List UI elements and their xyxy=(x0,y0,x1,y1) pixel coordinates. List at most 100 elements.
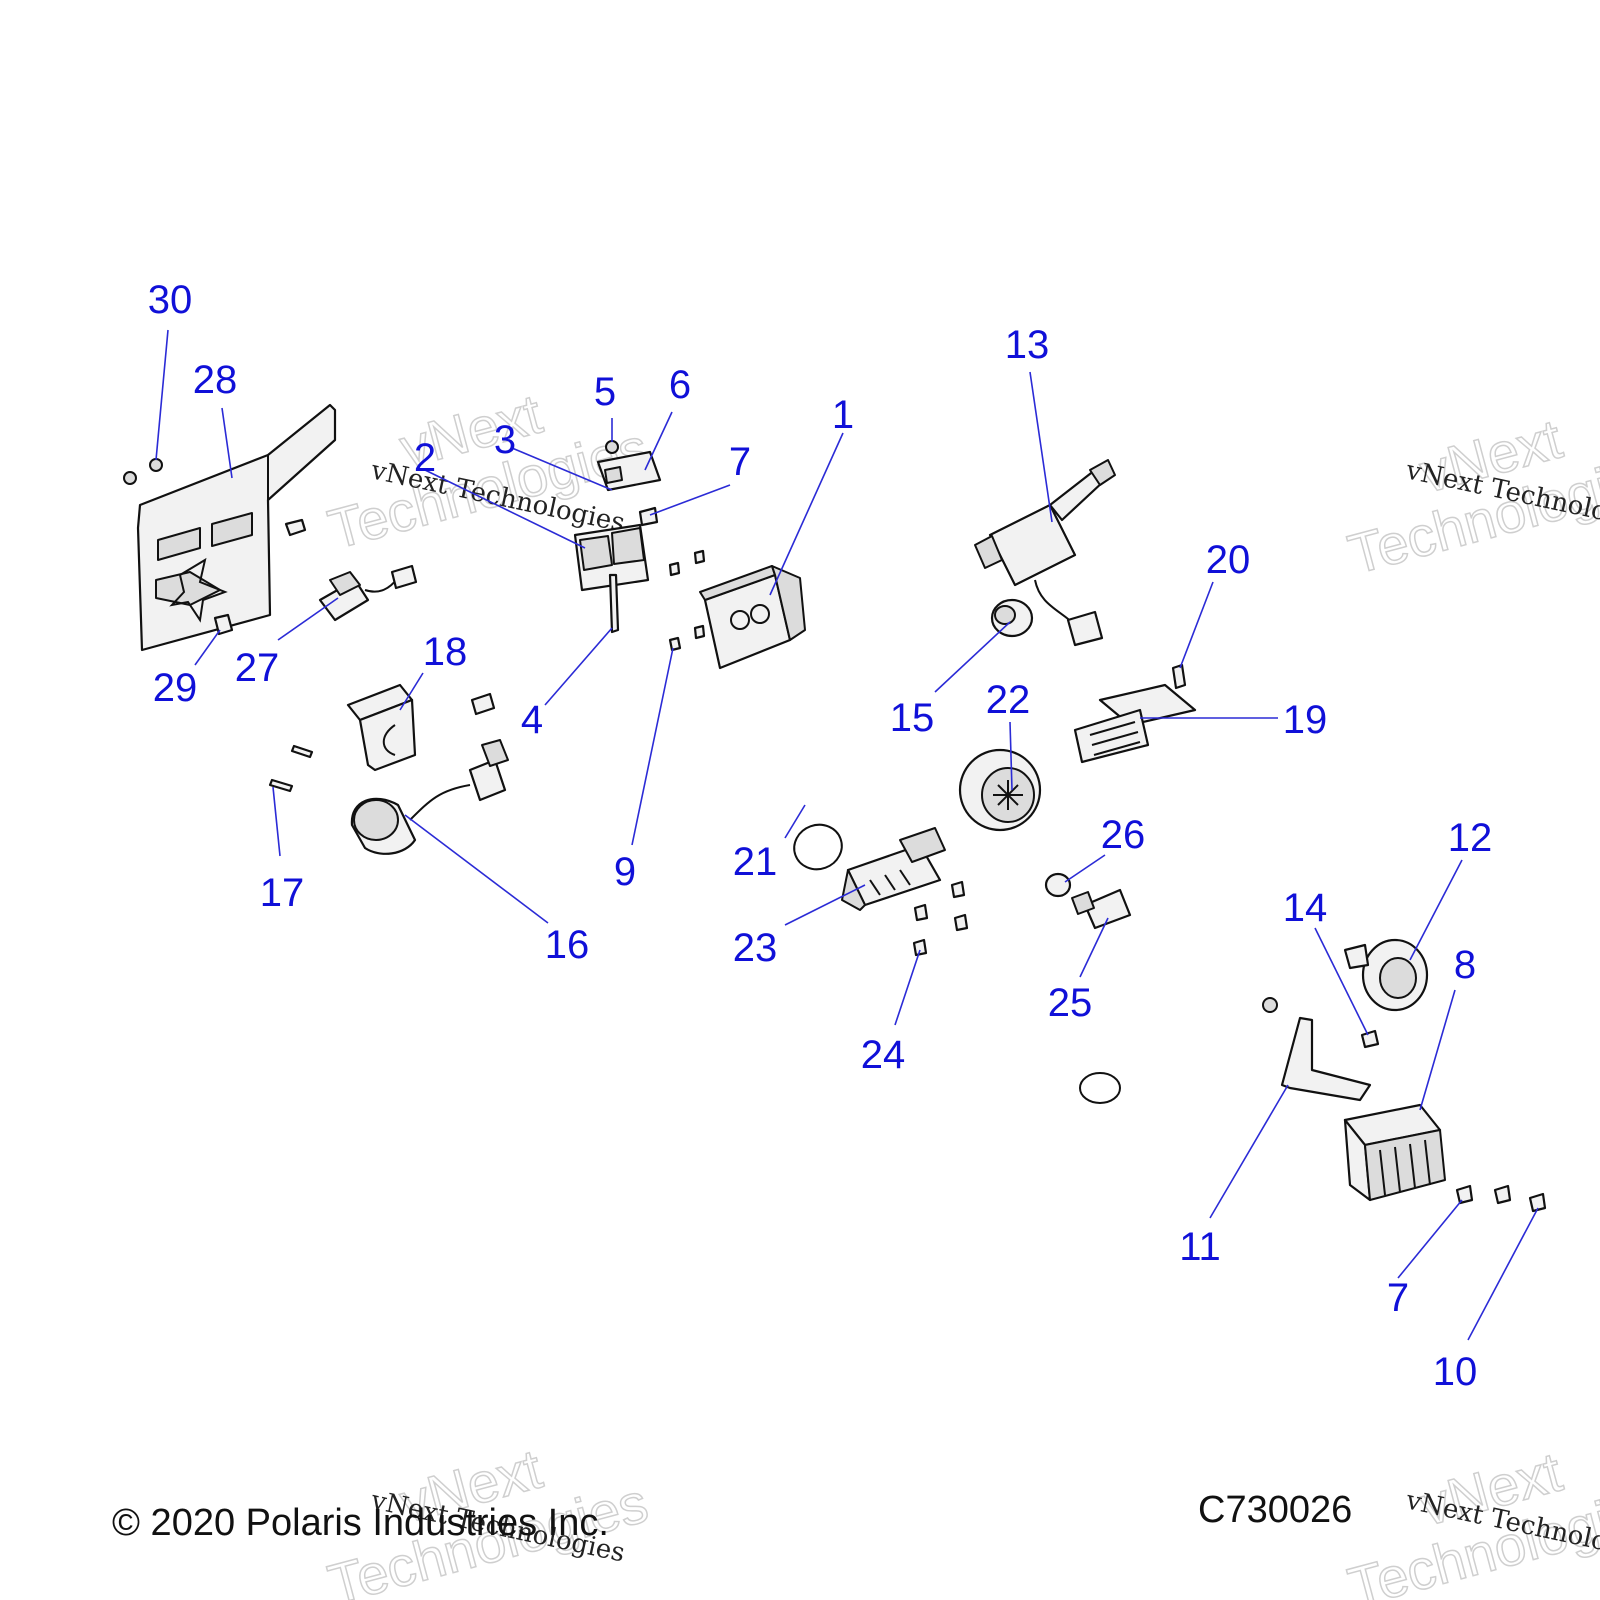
callout-2: 2 xyxy=(414,436,436,480)
leader-30 xyxy=(155,329,169,461)
leader-20 xyxy=(1179,581,1214,669)
part-24-screw-c xyxy=(953,913,969,932)
callout-7a: 7 xyxy=(729,440,751,484)
callout-5: 5 xyxy=(594,370,616,414)
figure-id: C730026 xyxy=(1198,1489,1352,1531)
callout-15: 15 xyxy=(890,696,935,740)
part-9-screw xyxy=(668,636,682,652)
leader-26 xyxy=(1064,854,1106,883)
callout-16: 16 xyxy=(545,923,590,967)
part-14-bolt xyxy=(1360,1029,1380,1049)
callout-23: 23 xyxy=(733,926,778,970)
part-28-mounting-plate xyxy=(123,403,337,652)
part-19-relay-module xyxy=(1073,683,1197,764)
leader-13 xyxy=(1029,371,1053,523)
callout-8: 8 xyxy=(1454,943,1476,987)
part-screw-mid xyxy=(1493,1184,1512,1205)
leader-29 xyxy=(194,629,221,666)
part-24-screw-a xyxy=(913,903,929,922)
part-24-screw-b xyxy=(950,880,966,899)
part-screw-c xyxy=(693,624,706,640)
callout-14: 14 xyxy=(1283,886,1328,930)
callout-24: 24 xyxy=(861,1033,906,1077)
callout-28: 28 xyxy=(193,358,238,402)
part-connector-small xyxy=(470,692,496,716)
part-25-switch xyxy=(1071,888,1132,930)
leader-lines xyxy=(155,329,1539,1341)
part-27-connector xyxy=(318,564,418,622)
leader-24 xyxy=(894,949,921,1026)
leader-1 xyxy=(769,432,844,596)
part-18-bracket xyxy=(346,683,417,772)
part-8-regulator xyxy=(1343,1103,1446,1202)
leader-7a xyxy=(649,484,731,516)
part-20-pin xyxy=(1171,663,1187,690)
callout-21: 21 xyxy=(733,840,778,884)
callout-27: 27 xyxy=(235,646,280,690)
leader-27 xyxy=(277,597,339,641)
leader-17 xyxy=(272,786,281,857)
callout-20: 20 xyxy=(1206,538,1251,582)
part-2-switch-block xyxy=(573,523,650,592)
callout-26: 26 xyxy=(1101,813,1146,857)
part-screw-a xyxy=(668,561,681,577)
callout-30: 30 xyxy=(148,278,193,322)
leader-18 xyxy=(399,672,424,711)
callout-3: 3 xyxy=(494,418,516,462)
part-screw-b xyxy=(693,549,706,565)
leader-12 xyxy=(1409,859,1463,961)
part-7-screw-bottom xyxy=(1455,1184,1474,1205)
part-bolt-plate xyxy=(284,518,307,537)
callout-19: 19 xyxy=(1283,698,1328,742)
part-15-round-connector xyxy=(990,598,1034,638)
leader-10 xyxy=(1467,1207,1539,1341)
leader-28 xyxy=(221,407,233,479)
part-24-screw-d xyxy=(912,938,928,957)
part-11-bracket xyxy=(1280,1016,1372,1102)
leader-25 xyxy=(1079,917,1109,978)
part-7-screw-top xyxy=(638,506,659,527)
callout-18: 18 xyxy=(423,630,468,674)
callout-22: 22 xyxy=(986,678,1031,722)
leader-4 xyxy=(544,627,613,706)
part-22-horn xyxy=(958,748,1042,832)
callout-7b: 7 xyxy=(1387,1276,1409,1320)
callout-17: 17 xyxy=(260,871,305,915)
part-16-sensor xyxy=(350,739,509,855)
leader-16 xyxy=(404,814,549,924)
part-5-nut xyxy=(605,440,619,454)
part-26-washer xyxy=(1044,872,1072,898)
leader-3 xyxy=(511,447,613,491)
callout-29: 29 xyxy=(153,666,198,710)
copyright-text: © 2020 Polaris Industries Inc. xyxy=(112,1502,609,1544)
leader-6 xyxy=(644,411,673,471)
callout-11: 11 xyxy=(1179,1225,1221,1269)
callout-10: 10 xyxy=(1433,1350,1478,1394)
leader-7b xyxy=(1397,1199,1463,1279)
callout-25: 25 xyxy=(1048,981,1093,1025)
part-6-bracket xyxy=(596,450,662,492)
part-10-screw xyxy=(1528,1192,1547,1213)
part-4-bolt xyxy=(608,573,620,634)
part-13-combination-switch xyxy=(974,459,1116,647)
leader-22 xyxy=(1009,721,1013,791)
leader-11 xyxy=(1209,1084,1289,1219)
part-wire-tie xyxy=(1079,1072,1121,1104)
leader-8 xyxy=(1419,989,1456,1111)
part-1-ecu xyxy=(699,565,806,670)
leader-21 xyxy=(784,804,806,839)
part-17-bolt-b xyxy=(268,778,294,793)
leader-23 xyxy=(784,884,866,926)
callout-6: 6 xyxy=(669,363,691,407)
part-29-clip xyxy=(213,613,234,636)
parts xyxy=(123,403,1547,1213)
callout-1: 1 xyxy=(832,393,854,437)
callout-4: 4 xyxy=(521,698,543,742)
callout-12: 12 xyxy=(1448,816,1493,860)
callout-9: 9 xyxy=(614,850,636,894)
part-nut-near-11 xyxy=(1262,997,1278,1013)
leader-14 xyxy=(1314,927,1369,1036)
leader-15 xyxy=(934,621,1011,693)
part-23-switch-block xyxy=(841,827,946,911)
